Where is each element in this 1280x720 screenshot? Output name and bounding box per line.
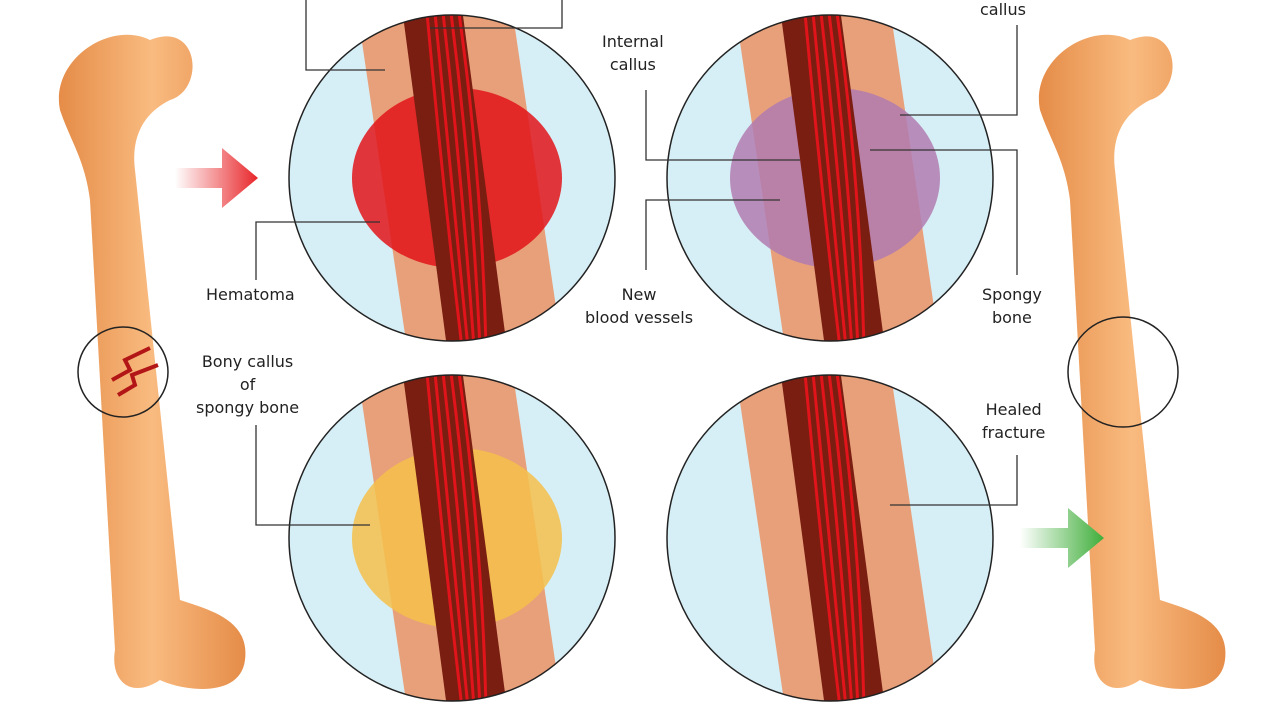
label-healed-fracture: Healed fracture bbox=[982, 400, 1046, 442]
healed-highlight-circle bbox=[1067, 316, 1179, 428]
soft-callus-stage-panel bbox=[666, 14, 994, 342]
red-arrow-icon bbox=[175, 148, 258, 208]
green-arrow-icon bbox=[1020, 508, 1104, 568]
left-femur-fractured bbox=[58, 34, 246, 689]
remodeling-stage-panel bbox=[666, 374, 994, 702]
label-internal-callus: Internal callus bbox=[602, 32, 664, 74]
fracture-highlight-circle bbox=[77, 326, 169, 418]
bony-callus-stage-panel bbox=[288, 374, 616, 702]
label-external-callus: callus bbox=[980, 0, 1026, 19]
label-hematoma: Hematoma bbox=[206, 285, 295, 304]
right-femur-healed bbox=[1038, 34, 1226, 689]
label-spongy-bone: Spongy bone bbox=[982, 285, 1042, 327]
label-new-blood-vessels: New blood vessels bbox=[585, 285, 694, 327]
label-bony-callus: Bony callus of spongy bone bbox=[196, 352, 300, 417]
hematoma-stage-panel bbox=[288, 14, 616, 342]
leader-lines bbox=[255, 0, 1018, 526]
